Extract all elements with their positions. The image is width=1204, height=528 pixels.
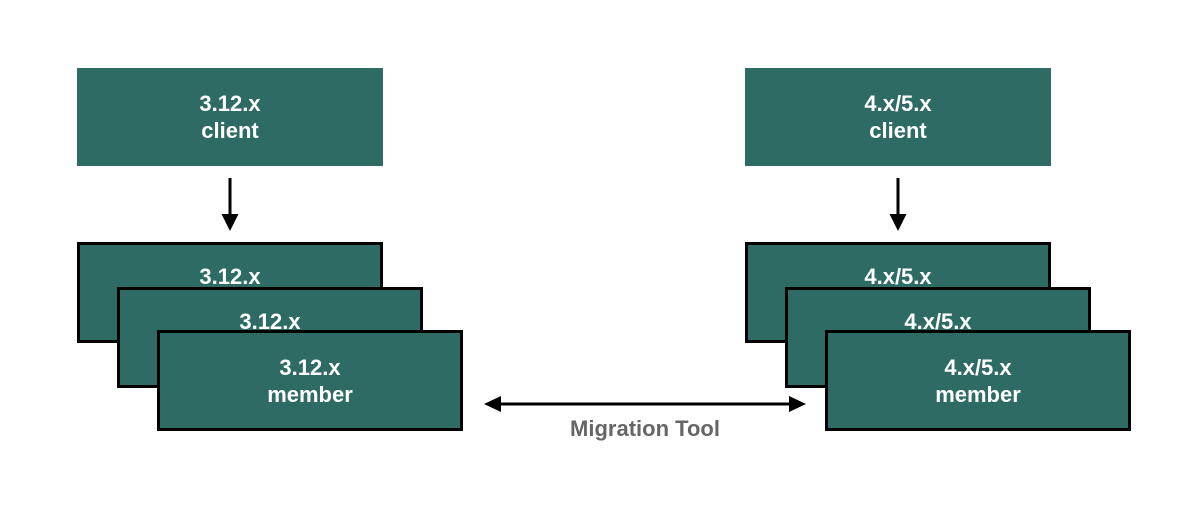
right-client-version: 4.x/5.x — [864, 91, 932, 116]
right-client-label: client — [869, 118, 927, 143]
right-member-front-label: member — [935, 382, 1021, 407]
right-client-box: 4.x/5.x client — [745, 68, 1051, 166]
left-member-front-version: 3.12.x — [279, 355, 341, 380]
left-member-middle-version: 3.12.x — [239, 309, 301, 334]
down-arrow-icon — [889, 178, 907, 231]
left-member-back-version: 3.12.x — [199, 264, 261, 289]
right-member-box-front: 4.x/5.x member — [825, 330, 1131, 431]
right-member-front-version: 4.x/5.x — [944, 355, 1012, 380]
left-member-front-label: member — [267, 382, 353, 407]
right-member-back-version: 4.x/5.x — [864, 264, 932, 289]
left-client-label: client — [201, 118, 259, 143]
migration-tool-label: Migration Tool — [570, 416, 720, 441]
double-arrow-icon — [484, 396, 806, 412]
left-client-version: 3.12.x — [199, 91, 261, 116]
right-member-middle-version: 4.x/5.x — [904, 309, 972, 334]
down-arrow-icon — [221, 178, 239, 231]
left-client-box: 3.12.x client — [77, 68, 383, 166]
left-member-box-front: 3.12.x member — [157, 330, 463, 431]
